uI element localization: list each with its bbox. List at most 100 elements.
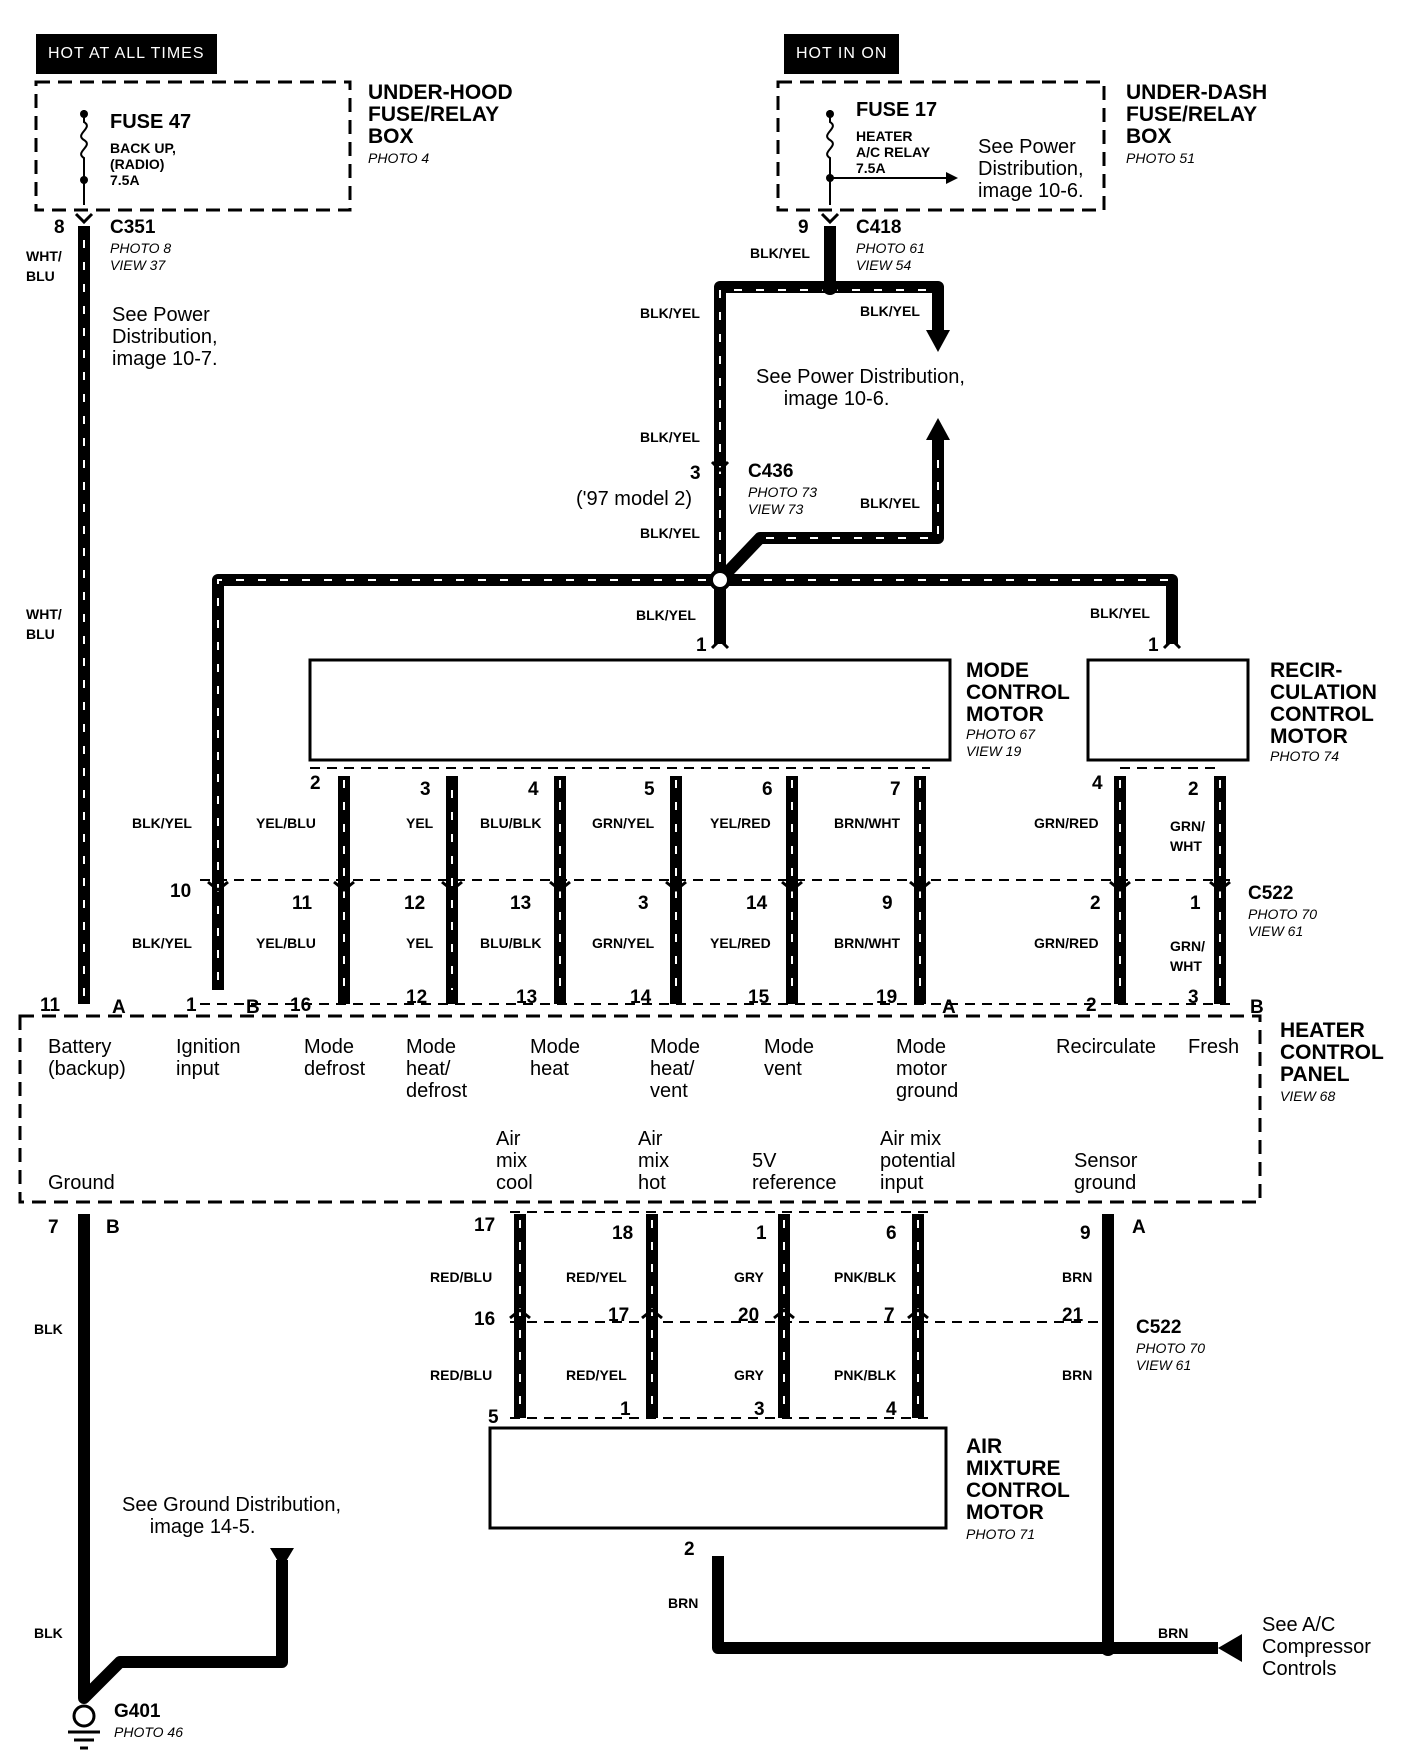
pin-number: 12 (406, 987, 428, 1008)
pin-number: 1 (756, 1223, 767, 1244)
arrow-ac-compressor (1218, 1634, 1242, 1662)
c436-photo: PHOTO 73 VIEW 73 (748, 484, 817, 517)
pin-number: 3 (420, 779, 431, 800)
panel-5v-reference: 5V reference (752, 1150, 837, 1194)
pin-number: 11 (40, 995, 61, 1016)
hot-in-on-tag: HOT IN ON (784, 34, 900, 74)
air-mix-motor-box (488, 1426, 948, 1530)
wire-label: GRN/ WHT (1170, 938, 1205, 974)
pin-number: 21 (1062, 1305, 1084, 1326)
c522-photo-top: PHOTO 70 VIEW 61 (1248, 906, 1317, 939)
pin-number: 15 (748, 987, 770, 1008)
wire-label: WHT/ BLU (26, 248, 62, 284)
panel-air-mix-potential: Air mix potential input (880, 1128, 956, 1194)
pin-number: 14 (630, 987, 652, 1008)
pin-letter: B (1250, 997, 1264, 1018)
wire-label: YEL (406, 935, 434, 951)
pin-number: 3 (638, 893, 649, 914)
underhood-photo: PHOTO 4 (368, 150, 430, 166)
wire-label: BRN (1062, 1269, 1093, 1285)
c522-label-bottom: C522 (1136, 1317, 1182, 1338)
panel-mode-vent: Mode vent (764, 1036, 815, 1080)
pin-number: 10 (170, 881, 192, 902)
c351-photo: PHOTO 8 VIEW 37 (110, 240, 172, 273)
pin-number: 18 (612, 1223, 634, 1244)
wire-label: GRN/RED (1034, 815, 1099, 831)
underhood-box-title: UNDER-HOOD FUSE/RELAY BOX (368, 81, 513, 148)
see-power-10-6-mid: See Power Distribution, image 10-6. (756, 366, 965, 410)
pin-number: 20 (738, 1305, 760, 1326)
heater-control-panel (18, 1014, 1262, 1204)
panel-mode-heat-vent: Mode heat/ vent (650, 1036, 701, 1102)
wire-blk-ground (78, 1214, 288, 1704)
pin-number: 13 (516, 987, 538, 1008)
pin-number: 2 (684, 1539, 695, 1560)
wire-label: BRN (1062, 1367, 1093, 1383)
panel-fresh: Fresh (1188, 1036, 1240, 1058)
pin-number: 9 (798, 217, 809, 238)
pin-number: 17 (608, 1305, 630, 1326)
wire-label: YEL/RED (710, 935, 771, 951)
pin-number: 13 (510, 893, 532, 914)
pin-number: 1 (186, 995, 197, 1016)
g401-photo: PHOTO 46 (114, 1724, 183, 1740)
pin-number: 7 (48, 1217, 59, 1238)
ground-symbol (68, 1704, 100, 1750)
wire-blk-yel-feed (714, 226, 944, 580)
c351-label: C351 (110, 217, 156, 238)
wire-label: BRN/WHT (834, 935, 901, 951)
panel-recirculate: Recirculate (1056, 1036, 1157, 1058)
see-ground-distribution: See Ground Distribution, image 14-5. (122, 1494, 342, 1538)
fuse47-symbol (80, 110, 88, 205)
underhood-fuse-box (34, 80, 352, 212)
see-power-10-6-top: See Power Distribution, image 10-6. (978, 136, 1084, 202)
panel-mode-heat-defrost: Mode heat/ defrost (406, 1036, 468, 1102)
underdash-box-title: UNDER-DASH FUSE/RELAY BOX (1126, 81, 1268, 148)
panel-sensor-ground: Sensor ground (1074, 1150, 1138, 1194)
c522-label-top: C522 (1248, 883, 1294, 904)
fuse17-label: FUSE 17 (856, 99, 938, 121)
wire-label: YEL/BLU (256, 935, 316, 951)
pin-number: 6 (762, 779, 773, 800)
wire-label: BLU/BLK (480, 815, 542, 831)
pin-number: 19 (876, 987, 898, 1008)
air-mix-motor-title: AIR MIXTURE CONTROL MOTOR (966, 1435, 1070, 1524)
pin-number: 5 (488, 1407, 499, 1428)
pin-number: 3 (1188, 987, 1199, 1008)
pin-number: 17 (474, 1215, 496, 1236)
underdash-photo: PHOTO 51 (1126, 150, 1195, 166)
wire-label: BLK (34, 1625, 63, 1641)
wire-label: BLK (34, 1321, 63, 1337)
pin-number: 5 (644, 779, 655, 800)
wire-label: GRN/ WHT (1170, 818, 1205, 854)
see-ac-compressor: See A/C Compressor Controls (1262, 1614, 1371, 1680)
wire-label: BLK/YEL (640, 305, 700, 321)
wire-label: GRY (734, 1367, 764, 1383)
pin-number: 16 (290, 995, 312, 1016)
fuse17-symbol (826, 110, 834, 205)
pin-number: 7 (884, 1305, 895, 1326)
wire-label: YEL/BLU (256, 815, 316, 831)
pin-number: 4 (886, 1399, 897, 1420)
c418-label: C418 (856, 217, 902, 238)
pin-number: 16 (474, 1309, 496, 1330)
wire-label: GRN/RED (1034, 935, 1099, 951)
c436-label: C436 (748, 461, 794, 482)
panel-ignition: Ignition input (176, 1036, 241, 1080)
wire-label: RED/YEL (566, 1367, 627, 1383)
panel-air-mix-cool: Air mix cool (496, 1128, 533, 1194)
wire-label: GRN/YEL (592, 815, 655, 831)
pin-number: 4 (528, 779, 539, 800)
wire-label: BLK/YEL (1090, 605, 1150, 621)
wire-label: RED/BLU (430, 1367, 493, 1383)
pin-number: 12 (404, 893, 426, 914)
wire-label: BLK/YEL (636, 607, 696, 623)
heater-panel-title: HEATER CONTROL PANEL (1280, 1019, 1384, 1086)
heater-panel-view: VIEW 68 (1280, 1088, 1336, 1104)
c418-photo: PHOTO 61 VIEW 54 (856, 240, 925, 273)
panel-mode-heat: Mode heat (530, 1036, 581, 1080)
pin-number: 2 (1090, 893, 1101, 914)
wire-label: BLK/YEL (132, 935, 192, 951)
pin-number: 9 (1080, 1223, 1091, 1244)
pin-number: 8 (54, 217, 65, 238)
